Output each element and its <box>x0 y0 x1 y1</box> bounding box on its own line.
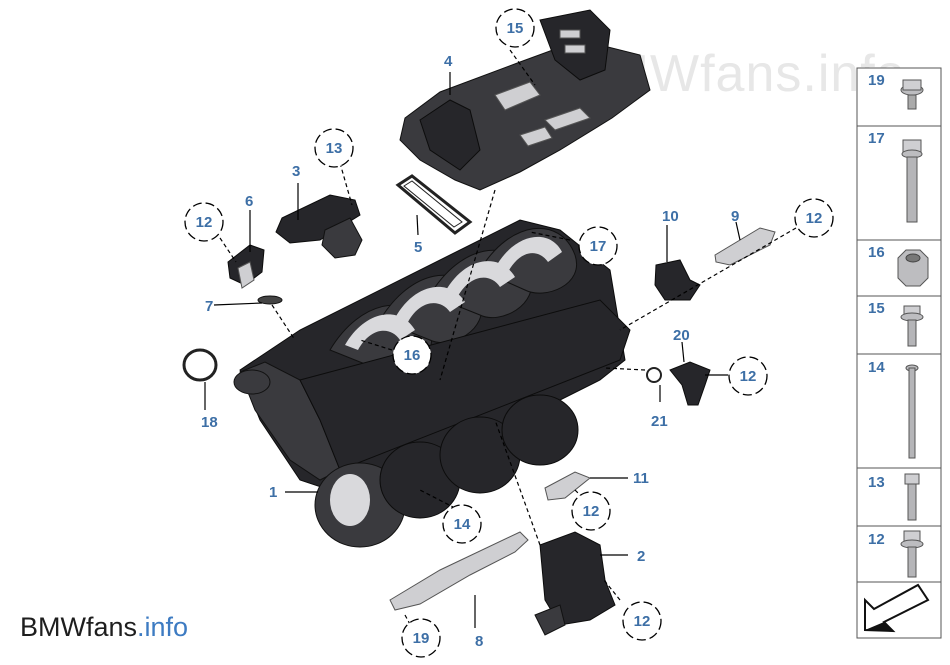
callout-12c-text: 12 <box>740 368 757 385</box>
callout-19-text: 19 <box>413 630 430 647</box>
callout-12d-text: 12 <box>583 503 600 520</box>
part-11-clip-drawing <box>544 471 591 501</box>
stud-bolt-long-icon <box>905 364 919 459</box>
torx-bolt-medium-icon <box>900 530 924 578</box>
logo-brand: BMWfans <box>20 612 138 642</box>
panel-label-15: 15 <box>868 300 885 317</box>
part-6-sensor-drawing <box>227 244 265 289</box>
hex-bolt-long-icon <box>901 139 923 223</box>
label-21: 21 <box>651 413 668 430</box>
part-7-seal-drawing <box>257 295 283 305</box>
panel-item-13[interactable]: 13 <box>868 473 920 521</box>
label-1: 1 <box>269 484 277 501</box>
leader-lines <box>204 49 797 629</box>
callout-12b-text: 12 <box>806 210 823 227</box>
part-2-actuator-drawing <box>534 531 616 636</box>
callout-13-text: 13 <box>326 140 343 157</box>
part-20-sensor-drawing <box>669 361 711 406</box>
label-8: 8 <box>475 633 483 650</box>
panel-item-12[interactable]: 12 <box>868 530 924 578</box>
label-10: 10 <box>662 208 679 225</box>
panel-item-14[interactable]: 14 <box>868 359 919 459</box>
label-4: 4 <box>444 53 453 70</box>
label-20: 20 <box>673 327 690 344</box>
label-7: 7 <box>205 298 213 315</box>
part-4-plate-drawing <box>399 9 651 191</box>
callout-17: 17 <box>578 226 618 266</box>
part-21-oring-drawing <box>646 367 662 383</box>
callout-16-text: 16 <box>404 347 421 364</box>
hex-nut-icon <box>897 249 929 287</box>
part-3-map-sensor-drawing <box>275 194 363 259</box>
label-3: 3 <box>292 163 300 180</box>
bmwfans-logo[interactable]: BMWfans.info <box>20 612 188 643</box>
callout-15-text: 15 <box>507 20 524 37</box>
panel-label-17: 17 <box>868 130 885 147</box>
callout-12-right: 12 <box>728 356 768 396</box>
flange-bolt-short-icon <box>900 79 924 110</box>
arrow-down-left-icon[interactable] <box>864 583 930 633</box>
callout-12-middle: 12 <box>571 491 611 531</box>
part-1-manifold-drawing <box>233 219 631 548</box>
fasteners-panel: 19 17 16 15 <box>856 67 942 639</box>
label-6: 6 <box>245 193 253 210</box>
logo-suffix: .info <box>137 612 189 642</box>
hex-bolt-short-icon <box>904 473 920 521</box>
callout-12e-text: 12 <box>634 613 651 630</box>
panel-item-16[interactable]: 16 <box>868 244 929 287</box>
part-8-bracket-drawing <box>389 531 529 611</box>
callout-13: 13 <box>314 128 354 168</box>
label-2: 2 <box>637 548 645 565</box>
panel-item-19[interactable]: 19 <box>868 72 924 110</box>
callout-14-text: 14 <box>454 516 471 533</box>
panel-label-14: 14 <box>868 359 885 376</box>
callout-14: 14 <box>442 504 482 544</box>
part-9-holder-drawing <box>714 227 776 266</box>
label-18: 18 <box>201 414 218 431</box>
panel-label-13: 13 <box>868 474 885 491</box>
label-9: 9 <box>731 208 739 225</box>
callout-12-bottom: 12 <box>622 601 662 641</box>
callout-12-upper-right: 12 <box>794 198 834 238</box>
label-11: 11 <box>633 470 649 487</box>
panel-item-17[interactable]: 17 <box>868 130 923 223</box>
label-5: 5 <box>414 239 422 256</box>
panel-label-12: 12 <box>868 531 885 548</box>
callout-17-text: 17 <box>590 238 607 255</box>
callout-16: 16 <box>392 335 432 375</box>
callout-12a-text: 12 <box>196 214 213 231</box>
part-5-gasket-drawing <box>395 174 473 235</box>
part-10-bracket-drawing <box>654 259 701 301</box>
callout-12-upper-left: 12 <box>184 202 224 242</box>
torx-bolt-short-icon <box>900 305 924 347</box>
panel-item-15[interactable]: 15 <box>868 300 924 347</box>
callout-15: 15 <box>495 8 535 48</box>
part-18-oring-drawing <box>182 348 218 382</box>
callout-19: 19 <box>401 618 441 658</box>
panel-label-16: 16 <box>868 244 885 261</box>
panel-label-19: 19 <box>868 72 885 89</box>
